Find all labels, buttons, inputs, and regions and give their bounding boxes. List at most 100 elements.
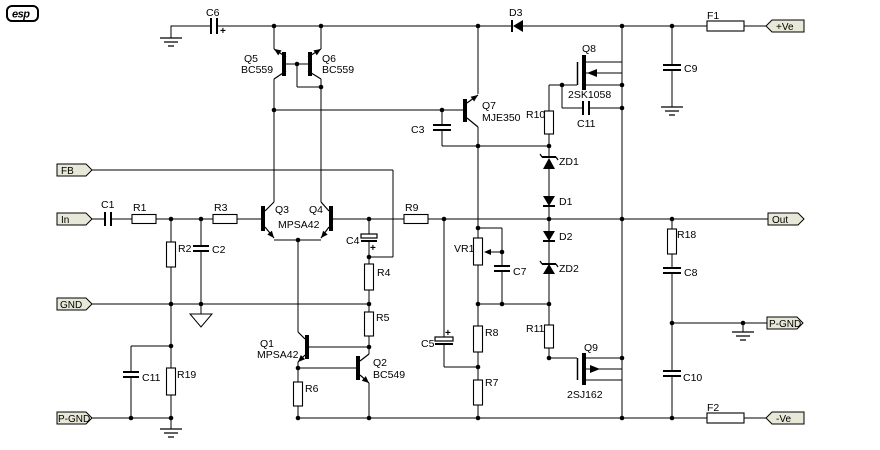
earth-ground-icon [732, 331, 754, 341]
label-Q4: Q4 [309, 204, 323, 216]
earth-ground-icon [160, 37, 182, 47]
tag-fb-label: FB [61, 166, 74, 177]
label-C5: C5 [421, 338, 435, 350]
esp-logo: esp [6, 5, 39, 22]
label-C2: C2 [212, 244, 226, 256]
label-D1: D1 [559, 196, 573, 208]
label-C7: C7 [513, 266, 527, 278]
polarity-C6: + [220, 26, 226, 37]
label-VR1: VR1 [454, 243, 475, 255]
trimpot-wiper-arrow-icon [484, 249, 491, 255]
label-R5: R5 [376, 312, 390, 324]
emitter-arrow-Q7 [470, 95, 478, 102]
wires [92, 25, 768, 429]
tag-fb [56, 163, 93, 177]
label-Q6-part: BC559 [322, 64, 354, 76]
connection-tags [56, 19, 805, 425]
capacitor-C7 [494, 265, 510, 272]
tag-out [767, 212, 805, 226]
mosfet-arrow-Q9 [590, 365, 600, 373]
capacitor-C9 [663, 64, 681, 71]
label-Q7-part: MJE350 [482, 112, 521, 124]
label-R4: R4 [377, 267, 391, 279]
resistor-R1 [131, 213, 157, 225]
tag-in [56, 212, 93, 226]
label-Q5-part: BC559 [241, 64, 273, 76]
tag-pgnd-left-label: P-GND [58, 414, 90, 425]
mosfet-arrow-Q8 [587, 69, 597, 77]
label-R3: R3 [214, 202, 228, 214]
label-C4: C4 [346, 235, 360, 247]
label-Q2-part: BC549 [373, 369, 405, 381]
signal-ground-icon [188, 313, 214, 328]
label-R9: R9 [405, 202, 419, 214]
capacitor-C3 [433, 124, 451, 131]
label-Q8-part: 2SK1058 [568, 89, 611, 101]
tag-pgnd-right [766, 316, 804, 330]
tag-vneg-label: -Ve [776, 414, 791, 425]
label-C9: C9 [684, 63, 698, 75]
label-Q8: Q8 [582, 43, 596, 55]
label-F2: F2 [707, 402, 719, 414]
label-ZD2: ZD2 [559, 263, 579, 275]
label-C10: C10 [683, 372, 702, 384]
capacitor-C6 [210, 18, 218, 34]
diode-D1 [543, 196, 555, 206]
fuse-F1 [706, 20, 745, 32]
label-C1: C1 [101, 199, 115, 211]
label-Q2: Q2 [373, 357, 387, 369]
diodes [511, 20, 559, 274]
capacitor-C5-polar-plate [434, 336, 454, 342]
tag-pgnd-left [56, 411, 93, 425]
diode-D3 [513, 20, 523, 32]
resistor-R19 [165, 367, 177, 396]
tag-pgnd-right-label: P-GND [769, 319, 801, 330]
resistor-R5 [363, 311, 375, 337]
esp-logo-text: esp [12, 9, 30, 21]
resistor-R10 [543, 110, 555, 135]
capacitor-C2 [193, 245, 209, 252]
label-Q3: Q3 [275, 204, 289, 216]
earth-ground-icon [160, 428, 182, 438]
label-C11-input: C11 [142, 372, 161, 384]
label-R6: R6 [305, 383, 319, 395]
junction-dots [128, 23, 746, 421]
capacitor-C11-gate [582, 101, 590, 115]
trimpot-VR1 [472, 237, 484, 266]
label-C6: C6 [206, 7, 220, 19]
label-R18: R18 [677, 229, 696, 241]
label-Q6: Q6 [322, 53, 336, 65]
resistors [131, 110, 678, 407]
capacitor-C1 [104, 212, 112, 226]
capacitor-C10 [663, 370, 681, 377]
emitter-arrow-Q1 [298, 355, 305, 362]
polarity-C4: + [370, 243, 376, 254]
label-Q7: Q7 [482, 100, 496, 112]
label-R8: R8 [485, 327, 499, 339]
emitter-arrow-Q6 [313, 49, 321, 56]
resistor-R2 [165, 241, 177, 268]
transistor-bars [261, 52, 586, 385]
capacitor-C4-polar-plate [360, 233, 378, 239]
label-R11: R11 [526, 323, 545, 335]
label-Q1: Q1 [260, 338, 274, 350]
tag-gnd-label: GND [60, 300, 82, 311]
label-Q9: Q9 [584, 342, 598, 354]
label-Q9-part: 2SJ162 [567, 389, 603, 401]
resistor-R18 [666, 228, 678, 255]
capacitor-C8 [663, 267, 681, 274]
ground-symbols [160, 37, 754, 438]
resistor-R4 [363, 263, 375, 291]
polarity-C5: + [445, 328, 451, 339]
resistor-R8 [472, 325, 484, 353]
tag-gnd [56, 297, 93, 311]
tag-vpos [765, 19, 805, 33]
tag-in-label: In [61, 215, 69, 226]
label-R1: R1 [133, 202, 147, 214]
tag-vpos-label: +Ve [776, 22, 794, 33]
capacitor-C11-input [123, 371, 139, 378]
label-R19: R19 [177, 369, 196, 381]
label-C8: C8 [684, 267, 698, 279]
